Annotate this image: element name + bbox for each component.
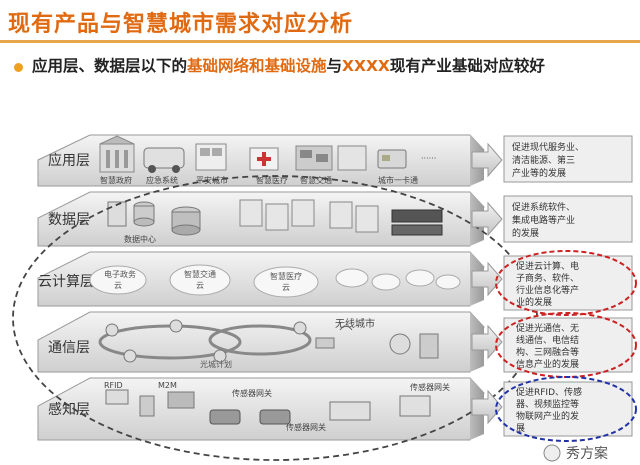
svg-text:物联网产业的发: 物联网产业的发 (516, 410, 579, 422)
wireless-signal-icon (339, 325, 353, 331)
svg-text:产业等的发展: 产业等的发展 (512, 167, 566, 179)
app-item-safe-city: 平安城市 (196, 175, 228, 185)
app-icons: ······ (99, 135, 436, 173)
arrow-cloud (471, 261, 503, 297)
result-box-communication: 促进光通信、无 线通信、电信结 构、三网融合等 信息产业的发展 (495, 312, 637, 378)
svg-text:器、视频监控等: 器、视频监控等 (516, 398, 579, 410)
camera-icon (139, 395, 155, 417)
cloud-icon-medical (253, 266, 319, 298)
result-box-application: 促进现代服务业、 清洁能源、第三 产业等的发展 (503, 135, 633, 183)
m2m-module-icon (167, 391, 195, 409)
sensor-gateway-icon (329, 401, 371, 421)
cloud-gov-suffix: 云 (114, 281, 122, 290)
svg-text:展: 展 (516, 423, 525, 434)
rfid-reader-icon (105, 389, 129, 405)
cloud-traffic-label: 智慧交通 (184, 269, 216, 279)
cloud-icon-traffic (169, 264, 231, 296)
wireless-user-icon (389, 333, 411, 355)
highlight-ellipse-blue (495, 376, 637, 442)
result-arrows (471, 142, 503, 425)
comm-item-fiber: 光城计划 (200, 359, 232, 369)
sense-item-gateway-1: 传感器网关 (232, 388, 272, 398)
data-item-center: 数据中心 (124, 234, 156, 244)
layer-slab-communication (37, 311, 485, 373)
cloud-traffic-suffix: 云 (196, 281, 204, 290)
network-graphic (98, 319, 439, 363)
svg-text:线通信、电信结: 线通信、电信结 (516, 334, 579, 346)
layer-label-application: 应用层 (48, 152, 90, 169)
svg-text:业的发展: 业的发展 (516, 296, 552, 308)
layer-label-communication: 通信层 (48, 340, 90, 356)
app-item-gov: 智慧政府 (100, 175, 132, 185)
svg-text:秀方案: 秀方案 (566, 445, 608, 462)
watermark: 秀方案 (543, 444, 608, 462)
highlight-ellipse-red (495, 250, 637, 316)
result-box-data: 促进系统软件、 集成电路等产业 的发展 (503, 195, 633, 243)
svg-text:清洁能源、第三: 清洁能源、第三 (512, 154, 575, 166)
arrow-sensing (471, 389, 503, 425)
chat-bubble-icon (543, 444, 561, 462)
comm-item-wireless: 无线城市 (335, 317, 375, 330)
network-switch-icon (391, 209, 443, 223)
router-icon (315, 337, 335, 349)
subtitle: 应用层、数据层以下的基础网络和基础设施与XXXX现有产业基础对应较好 (32, 54, 632, 79)
bullet-icon (14, 63, 23, 72)
sensor-icons (105, 389, 431, 425)
arrow-data (471, 201, 503, 237)
subtitle-highlight-company: XXXX (342, 57, 390, 75)
result-box-sensing: 促进RFID、传感 器、视频监控等 物联网产业的发 展 (495, 376, 637, 442)
svg-text:的发展: 的发展 (512, 227, 539, 239)
vehicle-icon (209, 409, 241, 425)
sense-item-rfid: RFID (104, 381, 123, 390)
svg-text:促进云计算、电: 促进云计算、电 (516, 260, 579, 272)
svg-text:促进RFID、传感: 促进RFID、传感 (516, 386, 582, 398)
server-tower-icon (107, 201, 127, 227)
subtitle-prefix: 应用层、数据层以下的 (32, 57, 188, 75)
svg-text:促进现代服务业、: 促进现代服务业、 (512, 141, 584, 153)
page-title: 现有产品与智慧城市需求对应分析 (8, 12, 354, 37)
emergency-vehicle-icon (143, 147, 185, 169)
app-item-emergency: 应急系统 (146, 175, 178, 185)
arrow-communication (471, 324, 503, 360)
app-item-medical: 智慧医疗 (256, 175, 288, 185)
server-rack-icon (239, 199, 263, 227)
svg-text:促进光通信、无: 促进光通信、无 (516, 322, 579, 334)
cloud-icon-gov (89, 265, 147, 295)
smart-card-terminal-icon (337, 145, 367, 171)
cloud-medical-suffix: 云 (282, 283, 290, 292)
app-item-city-card: 城市一卡通 (378, 175, 418, 185)
result-box-cloud: 促进云计算、电 子商务、软件、 行业信息化等产 业的发展 (495, 250, 637, 316)
city-card-icon (377, 149, 407, 169)
svg-text:构、三网融合等: 构、三网融合等 (516, 346, 579, 358)
subtitle-suffix: 现有产业基础对应较好 (389, 57, 545, 75)
sense-item-m2m: M2M (158, 381, 177, 390)
cloud-icon-small (335, 268, 369, 288)
sense-item-gateway-2: 传感器网关 (286, 422, 326, 432)
svg-text:子商务、软件、: 子商务、软件、 (516, 272, 579, 284)
svg-text:行业信息化等产: 行业信息化等产 (516, 284, 579, 296)
app-item-traffic: 智慧交通 (300, 175, 332, 185)
subtitle-highlight-infra: 基础网络和基础设施 (187, 57, 327, 75)
arrow-application (471, 142, 503, 178)
data-icons (107, 199, 443, 236)
layer-label-sensing: 感知层 (48, 401, 90, 418)
cloud-medical-label: 智慧医疗 (270, 271, 302, 281)
surveillance-screen-icon (195, 143, 227, 171)
layer-label-cloud: 云计算层 (38, 274, 94, 290)
svg-text:信息产业的发展: 信息产业的发展 (516, 358, 579, 370)
svg-text:集成电路等产业: 集成电路等产业 (512, 214, 575, 226)
title-underline (0, 40, 640, 43)
cloud-gov-label: 电子政务 (104, 269, 136, 279)
svg-text:促进系统软件、: 促进系统软件、 (512, 201, 575, 213)
layer-label-data: 数据层 (48, 212, 90, 228)
subtitle-middle: 与 (326, 57, 343, 75)
ellipsis-more: ······ (421, 154, 436, 163)
cloud-icons (89, 264, 461, 298)
sense-item-gateway-3: 传感器网关 (410, 382, 450, 392)
